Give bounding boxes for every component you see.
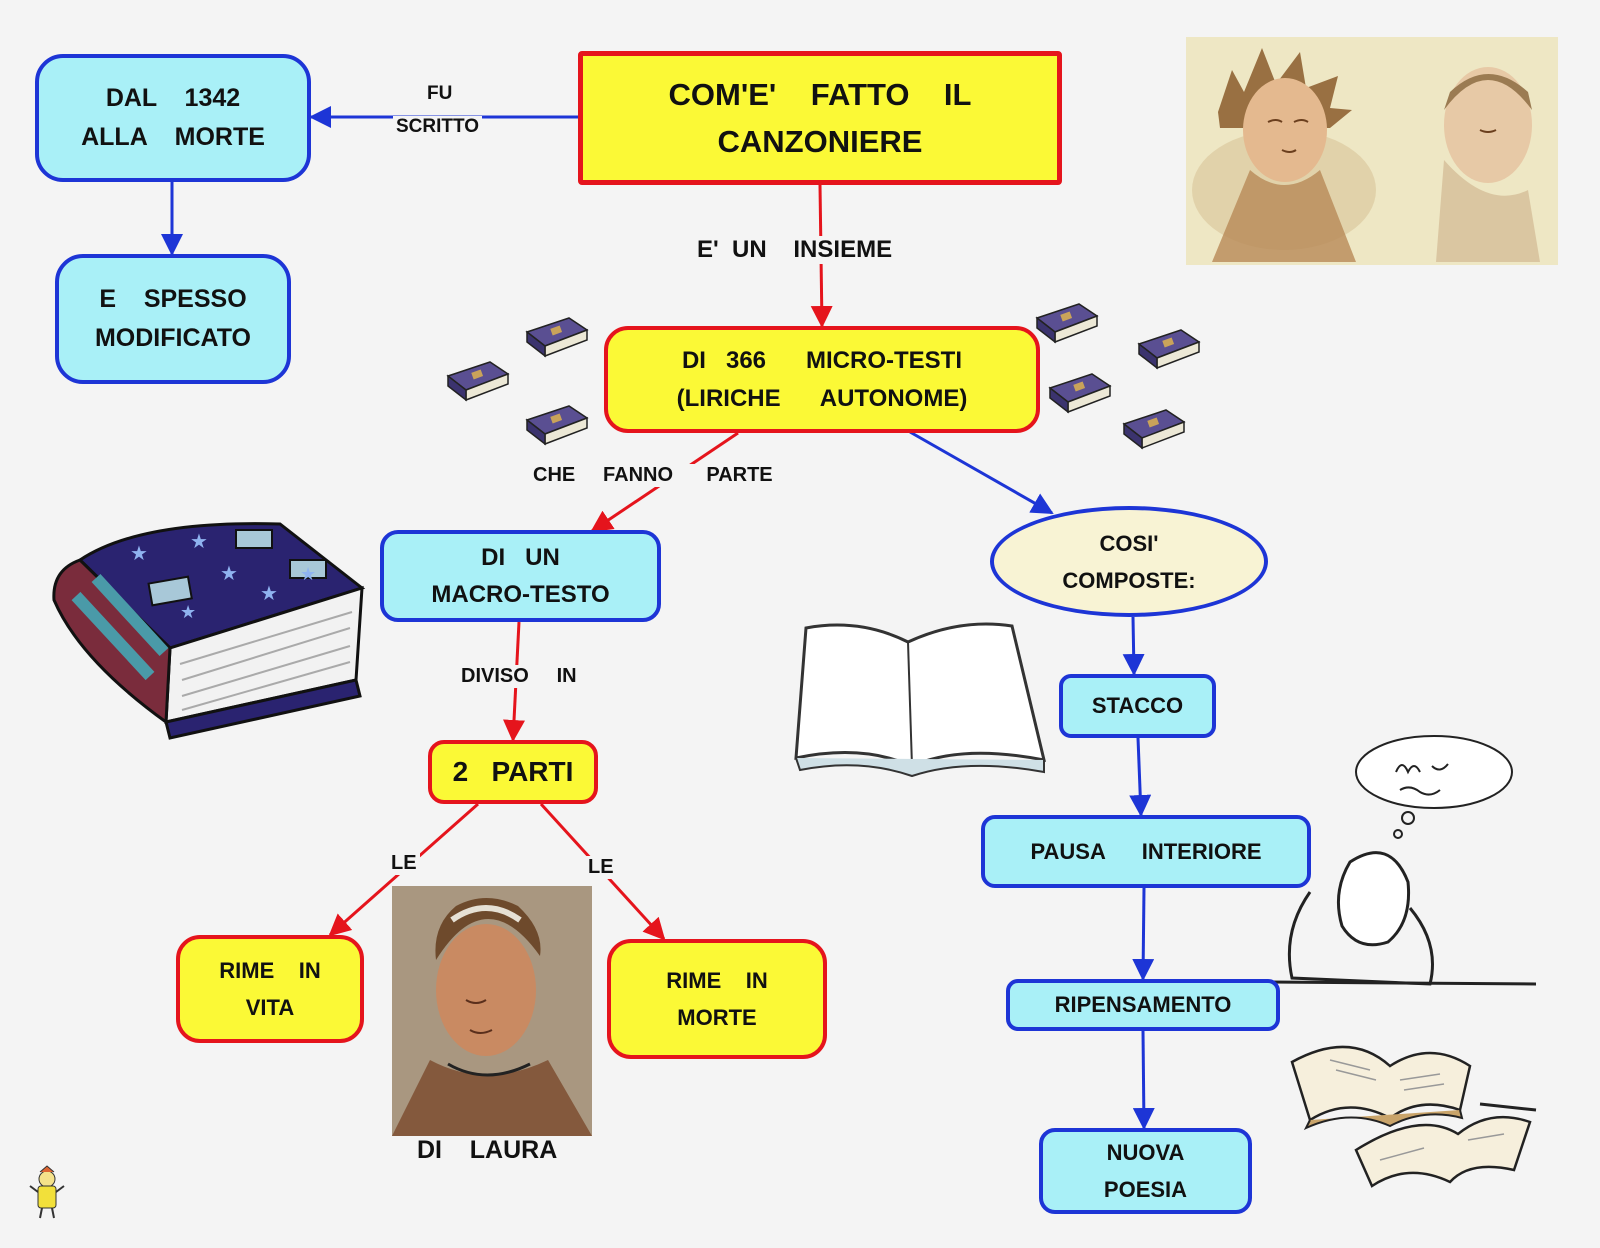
macro-testo-line-2: MACRO-TESTO: [431, 581, 610, 608]
rime-in-morte-box: RIME IN MORTE: [607, 939, 827, 1059]
cosi-composte-line-1: COSI': [1099, 530, 1159, 556]
macro-testo-box: DI UN MACRO-TESTO: [380, 530, 661, 622]
link-label-fanno-parte: CHE FANNO PARTE: [530, 464, 776, 487]
small-book-icon: [1049, 373, 1111, 413]
due-parti-box: 2 PARTI: [428, 740, 598, 804]
open-books-picture: [1290, 1045, 1537, 1188]
svg-text:★: ★: [190, 531, 208, 553]
nuova-poesia-box: NUOVA POESIA: [1039, 1128, 1252, 1214]
micro-testi-line-1: DI 366 MICRO-TESTI: [681, 346, 963, 374]
link-label-le-left: LE: [388, 852, 420, 875]
svg-text:★: ★: [180, 602, 196, 622]
spesso-line-1: E SPESSO: [99, 285, 247, 313]
link-label-scritto: SCRITTO: [393, 116, 483, 138]
stacco-box: STACCO: [1059, 674, 1216, 738]
small-book-icon: [1123, 409, 1185, 449]
macro-testo-line-1: DI UN: [481, 544, 560, 571]
open-book-picture: [794, 622, 1047, 778]
laura-portrait-picture: [392, 886, 592, 1136]
small-book-icon: [526, 405, 588, 445]
mascot-icon: [29, 1165, 65, 1219]
ripensamento-box: RIPENSAMENTO: [1006, 979, 1280, 1031]
title-box: COM'E' FATTO IL CANZONIERE: [578, 51, 1062, 185]
rime-in-vita-line-2: VITA: [245, 995, 295, 1020]
small-book-icon: [526, 317, 588, 357]
cosi-composte-line-2: COMPOSTE:: [1062, 567, 1196, 593]
rime-in-vita-line-1: RIME IN: [219, 958, 321, 983]
link-label-insieme: E' UN INSIEME: [694, 236, 896, 264]
micro-testi-box: DI 366 MICRO-TESTI (LIRICHE AUTONOME): [604, 326, 1040, 433]
ripensamento-label: RIPENSAMENTO: [1054, 992, 1232, 1017]
thinking-person-picture: [1269, 735, 1537, 986]
portraits-picture: [1186, 37, 1558, 265]
svg-text:★: ★: [260, 583, 278, 605]
small-book-icon: [447, 361, 509, 401]
dal-1342-box: DAL 1342 ALLA MORTE: [35, 54, 311, 182]
link-label-diviso-in: DIVISO IN: [458, 665, 580, 688]
spesso-line-2: MODIFICATO: [94, 324, 251, 352]
cosi-composte-oval: COSI' COMPOSTE:: [990, 506, 1268, 617]
large-book-picture: ★ ★ ★ ★ ★ ★: [52, 522, 366, 740]
pausa-interiore-box: PAUSA INTERIORE: [981, 815, 1311, 888]
laura-caption: DI LAURA: [414, 1136, 561, 1165]
svg-text:★: ★: [130, 543, 148, 565]
rime-in-morte-line-2: MORTE: [677, 1005, 757, 1030]
pausa-interiore-label: PAUSA INTERIORE: [1030, 838, 1262, 864]
link-label-fu: FU: [424, 83, 456, 105]
link-label-le-right: LE: [585, 856, 617, 879]
due-parti-label: 2 PARTI: [452, 756, 574, 787]
micro-testi-line-2: (LIRICHE AUTONOME): [676, 384, 968, 412]
svg-text:★: ★: [220, 563, 238, 585]
small-book-icon: [1036, 303, 1098, 343]
title-line-2: CANZONIERE: [717, 124, 923, 159]
stacco-label: STACCO: [1091, 693, 1184, 718]
small-book-icon: [1138, 329, 1200, 369]
nuova-poesia-line-2: POESIA: [1103, 1177, 1188, 1202]
rime-in-vita-box: RIME IN VITA: [176, 935, 364, 1043]
title-line-1: COM'E' FATTO IL: [668, 77, 972, 112]
spesso-box: E SPESSO MODIFICATO: [55, 254, 291, 384]
svg-text:★: ★: [300, 564, 316, 584]
rime-in-morte-line-1: RIME IN: [666, 968, 768, 993]
dal-1342-line-2: ALLA MORTE: [81, 123, 265, 151]
nuova-poesia-line-1: NUOVA: [1106, 1140, 1185, 1165]
dal-1342-line-1: DAL 1342: [105, 84, 241, 112]
